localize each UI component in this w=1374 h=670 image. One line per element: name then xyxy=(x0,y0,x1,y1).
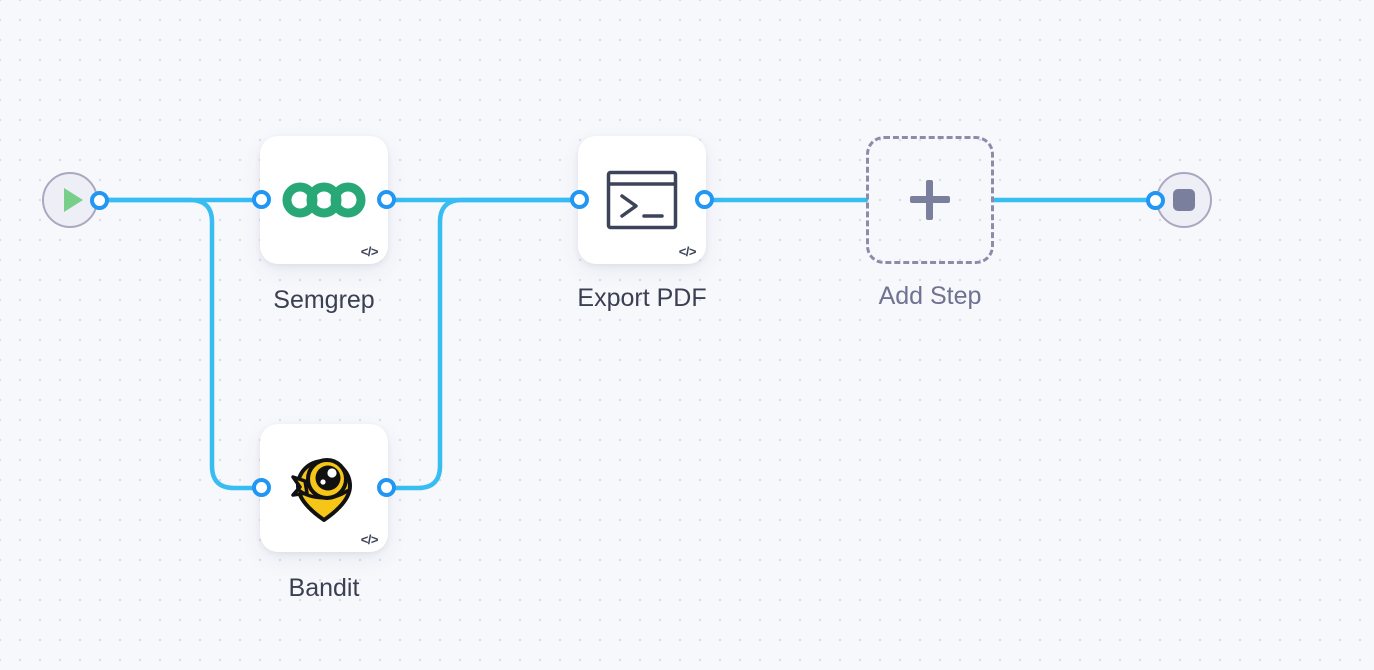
node-semgrep-output-port[interactable] xyxy=(377,190,396,209)
stop-icon xyxy=(1173,189,1195,211)
edge-bandit-to-exportpdf xyxy=(384,197,582,491)
node-semgrep-card[interactable]: </> xyxy=(260,136,388,264)
node-export-pdf-input-port[interactable] xyxy=(570,190,589,209)
node-export-pdf-output-port[interactable] xyxy=(695,190,714,209)
node-semgrep-label: Semgrep xyxy=(273,286,375,314)
node-export-pdf-card[interactable]: </> xyxy=(578,136,706,264)
node-bandit-output-port[interactable] xyxy=(377,478,396,497)
semgrep-logo-icon xyxy=(260,136,388,264)
code-badge-icon: </> xyxy=(360,532,379,547)
node-bandit-card[interactable]: </> xyxy=(260,424,388,552)
terminal-icon xyxy=(578,136,706,264)
node-export-pdf-label: Export PDF xyxy=(577,284,707,312)
start-node-circle[interactable] xyxy=(42,172,98,228)
add-step-button[interactable] xyxy=(866,136,994,264)
add-step-label: Add Step xyxy=(878,282,982,310)
edge-start-to-bandit xyxy=(96,197,264,491)
code-badge-icon: </> xyxy=(678,244,697,259)
node-bandit-label: Bandit xyxy=(288,574,360,602)
play-icon xyxy=(63,188,83,212)
node-semgrep-input-port[interactable] xyxy=(252,190,271,209)
plus-icon xyxy=(910,180,950,220)
start-node-output-port[interactable] xyxy=(90,191,109,210)
end-node-circle[interactable] xyxy=(1156,172,1212,228)
code-badge-icon: </> xyxy=(360,244,379,259)
bandit-logo-icon xyxy=(260,424,388,552)
node-bandit-input-port[interactable] xyxy=(252,478,271,497)
end-node-input-port[interactable] xyxy=(1146,191,1165,210)
